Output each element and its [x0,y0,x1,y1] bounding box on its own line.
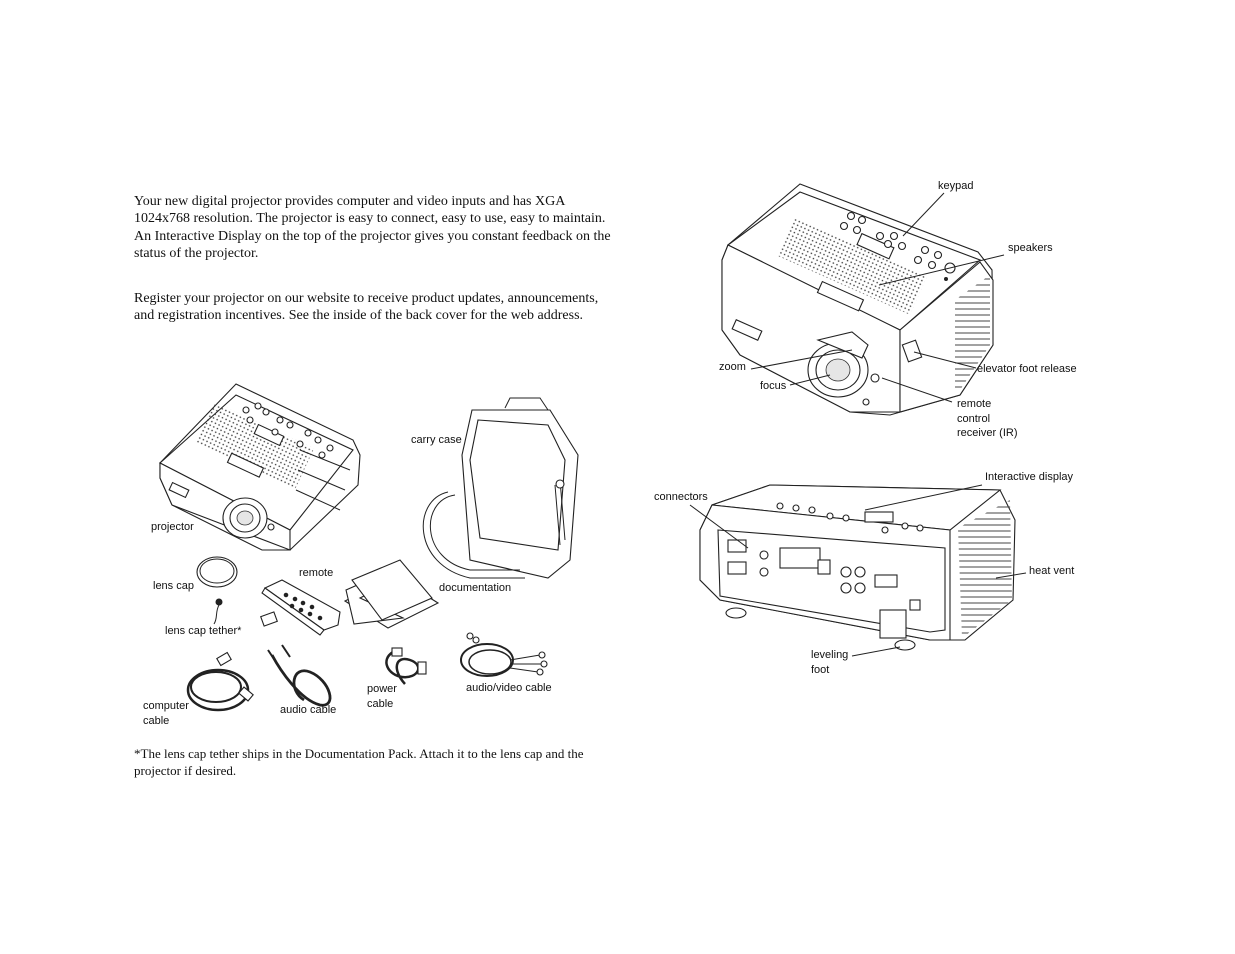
audio-cable-drawing [267,644,332,707]
label-computer-cable-line1: computer [143,700,189,712]
label-keypad: keypad [938,180,974,192]
label-computer-cable-line2: cable [143,714,170,727]
lens-cap-drawing [196,556,238,588]
intro-paragraph: Your new digital projector provides comp… [134,194,611,262]
label-power-cable-line1: power [367,683,397,695]
registration-paragraph: Register your projector on our website t… [134,291,599,324]
label-heat-vent: heat vent [1029,565,1075,577]
label-elevator-foot-release: elevator foot release [977,363,1077,375]
label-lens-cap-tether: lens cap tether* [165,625,242,637]
label-power-cable: power cable [367,682,397,711]
label-leveling-foot-line2: foot [811,663,830,676]
label-documentation: documentation [439,582,512,594]
projector-front-drawing [721,183,1005,416]
label-remote: remote [299,567,334,579]
label-lens-cap: lens cap [153,580,194,592]
label-remote-control-line3: receiver (IR) [957,427,1018,439]
label-focus: focus [760,380,787,392]
computer-cable-drawing [186,651,254,712]
label-leveling-foot-line1: leveling [811,649,849,661]
label-remote-control-receiver: remote control receiver (IR) [957,397,1018,441]
projector-rear-drawing [689,484,1027,657]
footnote: *The lens cap tether ships in the Docume… [134,746,584,778]
label-remote-control-line1: remote [957,398,992,410]
label-leveling-foot: leveling foot [811,648,848,677]
label-power-cable-line2: cable [367,697,394,710]
label-audio-cable: audio cable [280,704,337,716]
power-cable-drawing [385,647,427,685]
projector-small-drawing [159,383,361,551]
remote-drawing [260,579,341,636]
label-computer-cable: computer cable [143,699,189,728]
label-interactive-display: Interactive display [985,471,1074,483]
documentation-drawing [343,559,440,629]
label-audio-video-cable: audio/video cable [466,682,552,694]
label-speakers: speakers [1008,242,1053,254]
audio-video-cable-drawing [460,632,548,677]
carry-case-drawing [422,397,579,579]
label-connectors: connectors [654,491,708,503]
label-remote-control-line2: control [957,412,991,425]
lens-cap-tether-drawing [213,598,223,625]
label-zoom: zoom [719,361,746,373]
label-carry-case: carry case [411,434,462,446]
label-projector: projector [151,521,194,533]
